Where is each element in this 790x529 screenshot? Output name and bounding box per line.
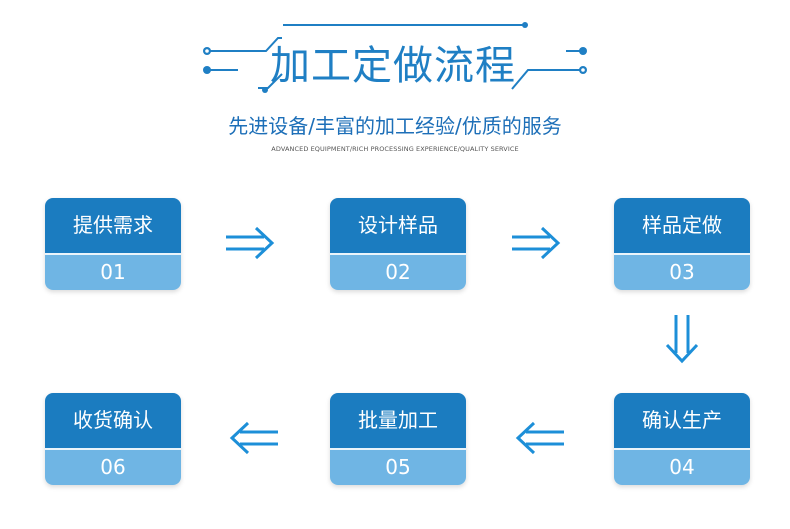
step-card-2: 设计样品 02 bbox=[330, 198, 466, 290]
step-number: 03 bbox=[614, 253, 750, 290]
arrow-left-icon bbox=[515, 421, 564, 455]
step-label: 设计样品 bbox=[330, 198, 466, 253]
arrow-right-icon bbox=[512, 226, 561, 260]
arrow-down-icon bbox=[665, 315, 699, 364]
step-number: 06 bbox=[45, 448, 181, 485]
step-card-6: 收货确认 06 bbox=[45, 393, 181, 485]
step-number: 05 bbox=[330, 448, 466, 485]
arrow-left-icon bbox=[229, 421, 278, 455]
step-number: 02 bbox=[330, 253, 466, 290]
step-card-1: 提供需求 01 bbox=[45, 198, 181, 290]
step-label: 确认生产 bbox=[614, 393, 750, 448]
step-number: 01 bbox=[45, 253, 181, 290]
title-decoration bbox=[203, 22, 587, 93]
step-label: 样品定做 bbox=[614, 198, 750, 253]
step-number: 04 bbox=[614, 448, 750, 485]
step-label: 批量加工 bbox=[330, 393, 466, 448]
arrow-right-icon bbox=[226, 226, 275, 260]
page-title: 加工定做流程 bbox=[270, 43, 516, 89]
step-label: 提供需求 bbox=[45, 198, 181, 253]
step-card-5: 批量加工 05 bbox=[330, 393, 466, 485]
step-card-4: 确认生产 04 bbox=[614, 393, 750, 485]
page-subtitle: 先进设备/丰富的加工经验/优质的服务 bbox=[228, 114, 562, 138]
step-card-3: 样品定做 03 bbox=[614, 198, 750, 290]
step-label: 收货确认 bbox=[45, 393, 181, 448]
page-subtitle-english: ADVANCED EQUIPMENT/RICH PROCESSING EXPER… bbox=[271, 145, 519, 153]
